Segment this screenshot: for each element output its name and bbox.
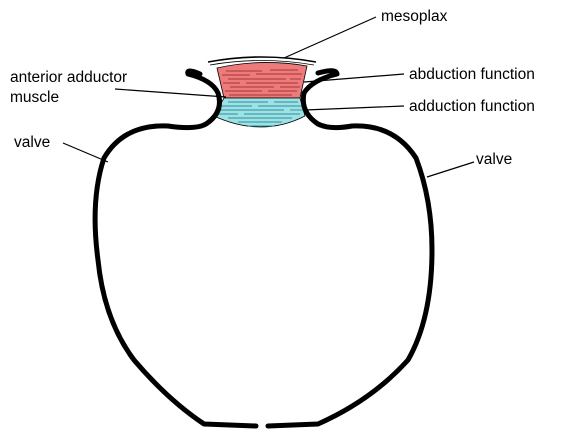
label-anterior-adductor-line1: anterior adductor	[10, 69, 127, 86]
mesoplax-plate	[208, 57, 316, 62]
anterior-adductor-leader	[115, 89, 226, 97]
adduction-leader	[305, 106, 404, 110]
left-valve	[95, 71, 256, 426]
label-valve-right: valve	[476, 151, 512, 168]
label-abduction-function: abduction function	[409, 66, 535, 83]
mesoplax-leader	[284, 17, 376, 58]
label-anterior-adductor-line2: muscle	[10, 89, 59, 106]
valve-right-leader	[427, 162, 474, 177]
valve-left-leader	[63, 143, 108, 162]
abduction-muscle	[217, 62, 307, 98]
label-valve-left: valve	[14, 134, 50, 151]
label-mesoplax: mesoplax	[381, 8, 448, 25]
label-adduction-function: adduction function	[409, 98, 535, 115]
right-valve	[268, 71, 432, 426]
